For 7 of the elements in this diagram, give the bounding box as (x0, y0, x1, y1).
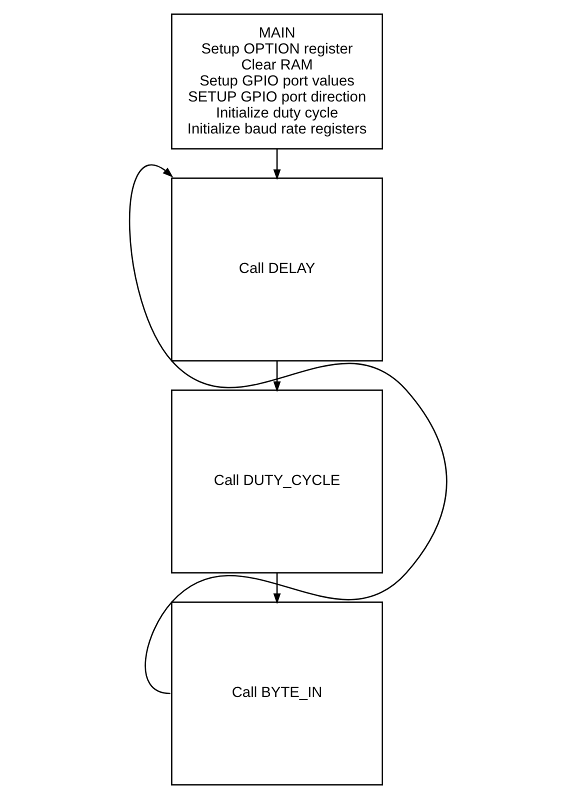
arrow (272, 361, 280, 392)
node-box: Call BYTE_IN (170, 602, 383, 786)
node-box: Call DELAY (170, 178, 383, 362)
node-box: MAIN Setup OPTION register Clear RAM Setup GPIO port values SETUP GPIO port direction Initialize duty cycle Initialize baud rate registers (170, 14, 383, 150)
node-box: Call DUTY_CYCLE (170, 390, 383, 574)
arrow (272, 573, 280, 604)
arrow (272, 149, 280, 180)
